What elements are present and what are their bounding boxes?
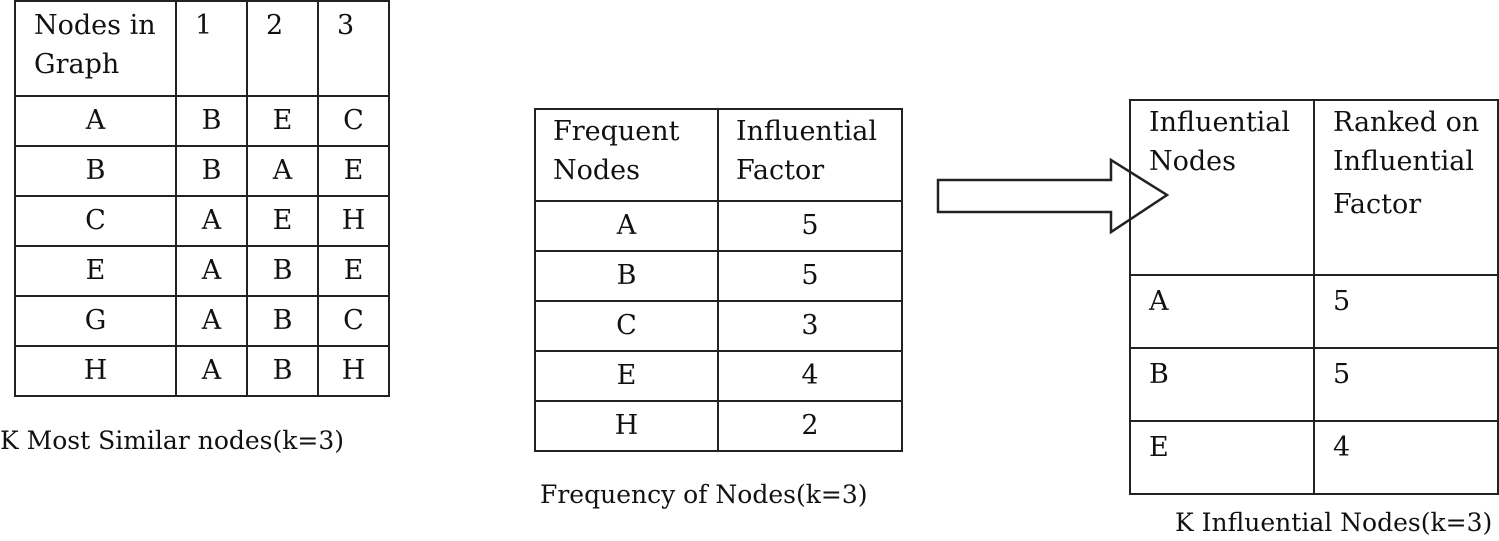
table-cell: B [1129,347,1315,422]
table-row: H A B H [14,345,390,397]
influential-nodes-caption: K Influential Nodes(k=3) [1175,508,1493,537]
table-row: C 3 [534,300,903,352]
table-row: B 5 [534,250,903,302]
header-cell: Ranked on Influential Factor [1313,99,1499,276]
table-cell: E [317,245,390,297]
table-cell: E [534,350,719,402]
frequency-table: Frequent Nodes Influential Factor A 5 B … [534,108,903,452]
frequency-caption: Frequency of Nodes(k=3) [540,480,868,509]
header-cell: Influential Factor [717,108,903,202]
table-cell: 5 [1313,274,1499,349]
influential-nodes-table: Influential Nodes Ranked on Influential … [1129,99,1499,495]
table-cell: B [246,245,319,297]
table-cell: 4 [717,350,903,402]
table-cell: 3 [717,300,903,352]
table-cell: A [246,145,319,197]
table-row: A B E C [14,95,390,147]
table-cell: C [317,95,390,147]
table-cell: 5 [1313,347,1499,422]
header-cell-text: Ranked on Influential [1333,107,1480,178]
table-cell: A [175,295,248,347]
table-row: B 5 [1129,347,1499,422]
table-cell: A [175,245,248,297]
table-row: B B A E [14,145,390,197]
table-cell: H [317,195,390,247]
table-cell: 4 [1313,420,1499,495]
table-cell: B [246,345,319,397]
table-cell: C [14,195,177,247]
table-cell: E [1129,420,1315,495]
table-cell: E [14,245,177,297]
table-cell: E [246,195,319,247]
table-row: E 4 [1129,420,1499,495]
table-cell: A [175,195,248,247]
table-cell: 2 [717,400,903,452]
header-cell: Frequent Nodes [534,108,719,202]
similar-nodes-table: Nodes in Graph 1 2 3 A B E C B B A E C A… [14,0,390,397]
table-row: E A B E [14,245,390,297]
table-cell: E [317,145,390,197]
table-cell: A [175,345,248,397]
table-row: E 4 [534,350,903,402]
table-row: H 2 [534,400,903,452]
table-row: A 5 [1129,274,1499,349]
table-header-row: Frequent Nodes Influential Factor [534,108,903,202]
table-cell: B [14,145,177,197]
table-cell: H [14,345,177,397]
table-header-row: Nodes in Graph 1 2 3 [14,0,390,97]
header-cell: Influential Nodes [1129,99,1315,276]
table-cell: A [534,200,719,252]
table-row: G A B C [14,295,390,347]
table-cell: A [14,95,177,147]
header-cell: Nodes in Graph [14,0,177,97]
similar-nodes-caption: K Most Similar nodes(k=3) [0,426,345,455]
table-cell: 5 [717,200,903,252]
table-header-row: Influential Nodes Ranked on Influential … [1129,99,1499,276]
table-row: A 5 [534,200,903,252]
table-row: C A E H [14,195,390,247]
header-cell: 2 [246,0,319,97]
table-cell: H [317,345,390,397]
table-cell: E [246,95,319,147]
table-cell: H [534,400,719,452]
table-cell: C [534,300,719,352]
table-cell: B [246,295,319,347]
table-cell: B [175,145,248,197]
header-cell: 3 [317,0,390,97]
table-cell: A [1129,274,1315,349]
table-cell: G [14,295,177,347]
header-cell-text: Factor [1333,189,1422,221]
table-cell: B [175,95,248,147]
header-cell: 1 [175,0,248,97]
table-cell: 5 [717,250,903,302]
table-cell: C [317,295,390,347]
table-cell: B [534,250,719,302]
